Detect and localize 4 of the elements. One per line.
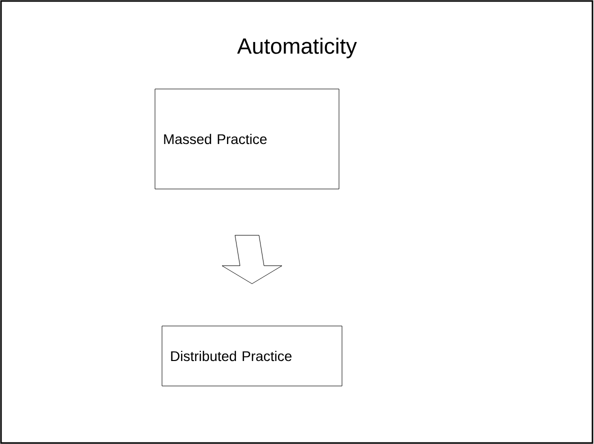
process-box: Distributed Practice: [162, 326, 342, 386]
title: Automaticity: [237, 38, 357, 58]
block-arrow: [222, 235, 282, 284]
process-box: Massed Practice: [154, 88, 340, 190]
